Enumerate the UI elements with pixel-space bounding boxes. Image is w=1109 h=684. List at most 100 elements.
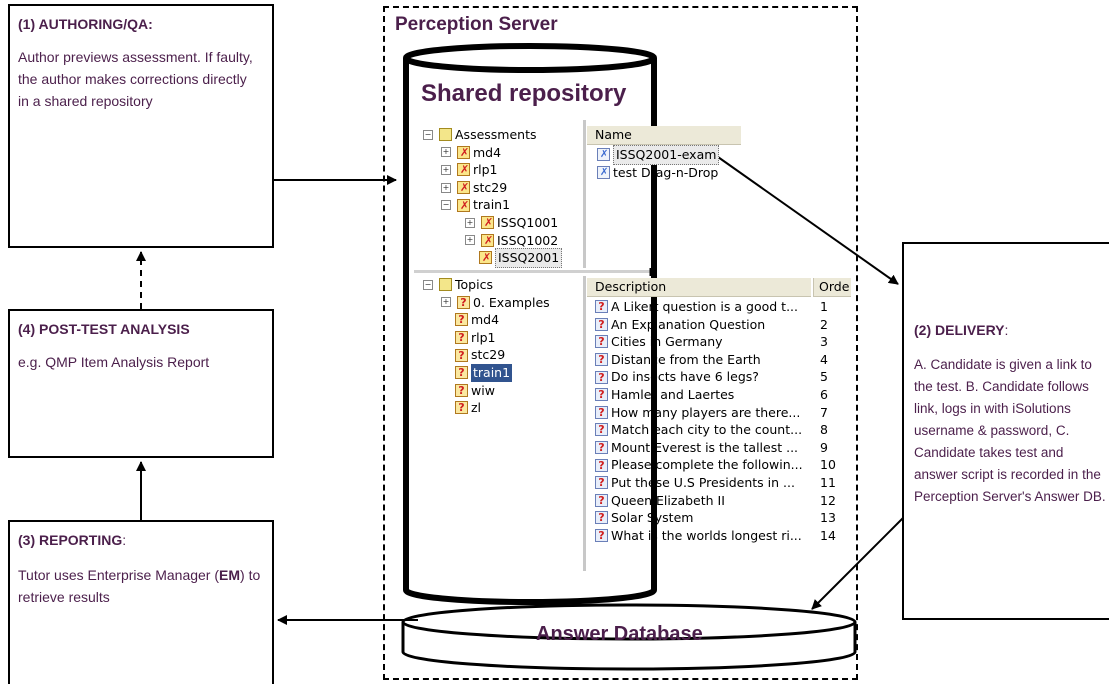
- question-description: Match each city to the count...: [611, 422, 803, 438]
- question-row[interactable]: ?Do insects have 6 legs?5: [595, 368, 845, 386]
- question-order: 2: [820, 316, 828, 332]
- question-row[interactable]: ?Queen Elizabeth II 12: [595, 492, 845, 510]
- question-description: Put these U.S Presidents in ...: [611, 474, 795, 490]
- post-test-analysis-box: (4) POST-TEST ANALYSIS e.g. QMP Item Ana…: [8, 309, 274, 458]
- question-description: How many players are there...: [611, 404, 801, 420]
- question-icon: ?: [455, 348, 468, 362]
- question-description: Cities in Germany: [611, 334, 723, 350]
- assessment-icon: [481, 232, 494, 249]
- list-item[interactable]: test Drag-n-Drop: [597, 164, 719, 181]
- question-row[interactable]: ?Mount Everest is the tallest ... 9: [595, 439, 845, 457]
- question-icon: ?: [595, 511, 608, 525]
- assessment-icon: [457, 179, 470, 197]
- question-order: 5: [820, 369, 828, 385]
- question-icon: ?: [595, 405, 608, 419]
- question-icon: ?: [595, 423, 608, 437]
- question-order: 8: [820, 422, 828, 438]
- question-description: Please complete the followin...: [611, 457, 803, 473]
- question-icon: ?: [595, 529, 608, 543]
- question-order: 9: [820, 439, 828, 455]
- tree-item[interactable]: ?wiw: [423, 382, 550, 400]
- question-order: 3: [820, 334, 828, 350]
- question-order: 13: [820, 510, 836, 526]
- question-icon: ?: [595, 493, 608, 507]
- delivery-text: A. Candidate is given a link to the test…: [914, 357, 1106, 504]
- question-description: Distance from the Earth: [611, 351, 761, 367]
- tree-item[interactable]: ?rlp1: [423, 329, 550, 347]
- document-icon: [597, 146, 610, 164]
- question-icon: ?: [595, 441, 608, 455]
- question-row[interactable]: ?How many players are there... 7: [595, 404, 845, 422]
- assessment-icon: [479, 249, 492, 267]
- question-order: 7: [820, 404, 828, 420]
- tree-item-topics[interactable]: −Topics: [423, 277, 493, 292]
- authoring-text: Author previews assessment. If faulty, t…: [18, 49, 253, 109]
- question-description: Queen Elizabeth II: [611, 492, 725, 508]
- post-test-title: (4) POST-TEST ANALYSIS: [18, 321, 190, 337]
- description-column-header[interactable]: Description: [587, 278, 811, 297]
- question-description: What is the worlds longest ri...: [611, 527, 802, 543]
- question-order: 1: [820, 299, 828, 314]
- question-list: ?A Likert question is a good t...1?An Ex…: [595, 298, 845, 544]
- post-test-text: e.g. QMP Item Analysis Report: [18, 354, 210, 370]
- reporting-title: (3) REPORTING:: [18, 532, 127, 548]
- authoring-title: (1) AUTHORING/QA:: [18, 16, 153, 32]
- answer-db-cylinder: [401, 603, 857, 671]
- question-description: A Likert question is a good t...: [611, 299, 798, 314]
- question-row[interactable]: ?What is the worlds longest ri...14: [595, 527, 845, 545]
- authoring-qa-box: (1) AUTHORING/QA: Author previews assess…: [8, 4, 274, 248]
- tree-item[interactable]: +stc29: [423, 179, 562, 197]
- question-description: Mount Everest is the tallest ...: [611, 439, 799, 455]
- question-row[interactable]: ?Solar System 13: [595, 509, 845, 527]
- tree-item[interactable]: +rlp1: [423, 161, 562, 179]
- perception-server-frame: [383, 6, 858, 680]
- question-icon: ?: [455, 383, 468, 397]
- tree-item-selected[interactable]: ISSQ2001: [423, 248, 563, 268]
- folder-icon: [439, 278, 452, 292]
- tree-item-selected[interactable]: ?train1: [423, 363, 550, 382]
- tree-item[interactable]: +ISSQ1002: [423, 232, 562, 249]
- question-icon: ?: [595, 317, 608, 331]
- question-description: Solar System: [611, 510, 694, 526]
- folder-icon: [439, 128, 452, 142]
- arrow-exam-delivery: [717, 156, 899, 285]
- question-order: 12: [820, 492, 836, 508]
- list-item[interactable]: ISSQ2001-exam: [597, 145, 720, 165]
- question-row[interactable]: ?A Likert question is a good t... 1: [595, 298, 845, 316]
- answer-database-title: Answer Database: [536, 623, 703, 645]
- question-order: 11: [820, 474, 836, 490]
- question-icon: ?: [595, 458, 608, 472]
- question-row[interactable]: ?Please complete the followin... 10: [595, 456, 845, 474]
- tree-item[interactable]: +md4: [423, 144, 562, 161]
- assessment-icon: [457, 197, 470, 214]
- tree-item[interactable]: ?md4: [423, 311, 550, 329]
- name-column-header[interactable]: Name: [587, 126, 741, 145]
- assessment-icon: [457, 144, 470, 161]
- assessment-icon: [481, 214, 494, 232]
- question-row[interactable]: ?Match each city to the count... 8: [595, 421, 845, 439]
- topics-tree: −Topics +?0. Examples ?md4 ?rlp1 ?stc29 …: [423, 276, 550, 417]
- question-icon: ?: [595, 353, 608, 367]
- tree-item[interactable]: ?stc29: [423, 346, 550, 364]
- repository-cylinder: [403, 43, 657, 605]
- order-column-header[interactable]: Orde: [813, 278, 851, 297]
- question-row[interactable]: ?Hamlet and Laertes 6: [595, 386, 845, 404]
- tree-item[interactable]: +?0. Examples: [441, 294, 550, 310]
- question-row[interactable]: ?Distance from the Earth 4: [595, 351, 845, 369]
- question-order: 6: [820, 386, 828, 402]
- question-row[interactable]: ?Put these U.S Presidents in ...11: [595, 474, 845, 492]
- question-description: Hamlet and Laertes: [611, 386, 735, 402]
- question-order: 4: [820, 351, 828, 367]
- shared-repository-title: Shared repository: [421, 80, 627, 107]
- question-icon: ?: [455, 313, 468, 327]
- tree-item-assessments[interactable]: −Assessments: [423, 127, 537, 142]
- perception-server-title: Perception Server: [395, 14, 558, 35]
- tree-item[interactable]: +ISSQ1001: [423, 214, 562, 232]
- tree-item[interactable]: −train1: [423, 196, 562, 214]
- tree-item[interactable]: ?zl: [423, 399, 550, 417]
- question-order: 10: [820, 457, 836, 473]
- question-icon: ?: [595, 388, 608, 402]
- question-icon: ?: [595, 300, 608, 314]
